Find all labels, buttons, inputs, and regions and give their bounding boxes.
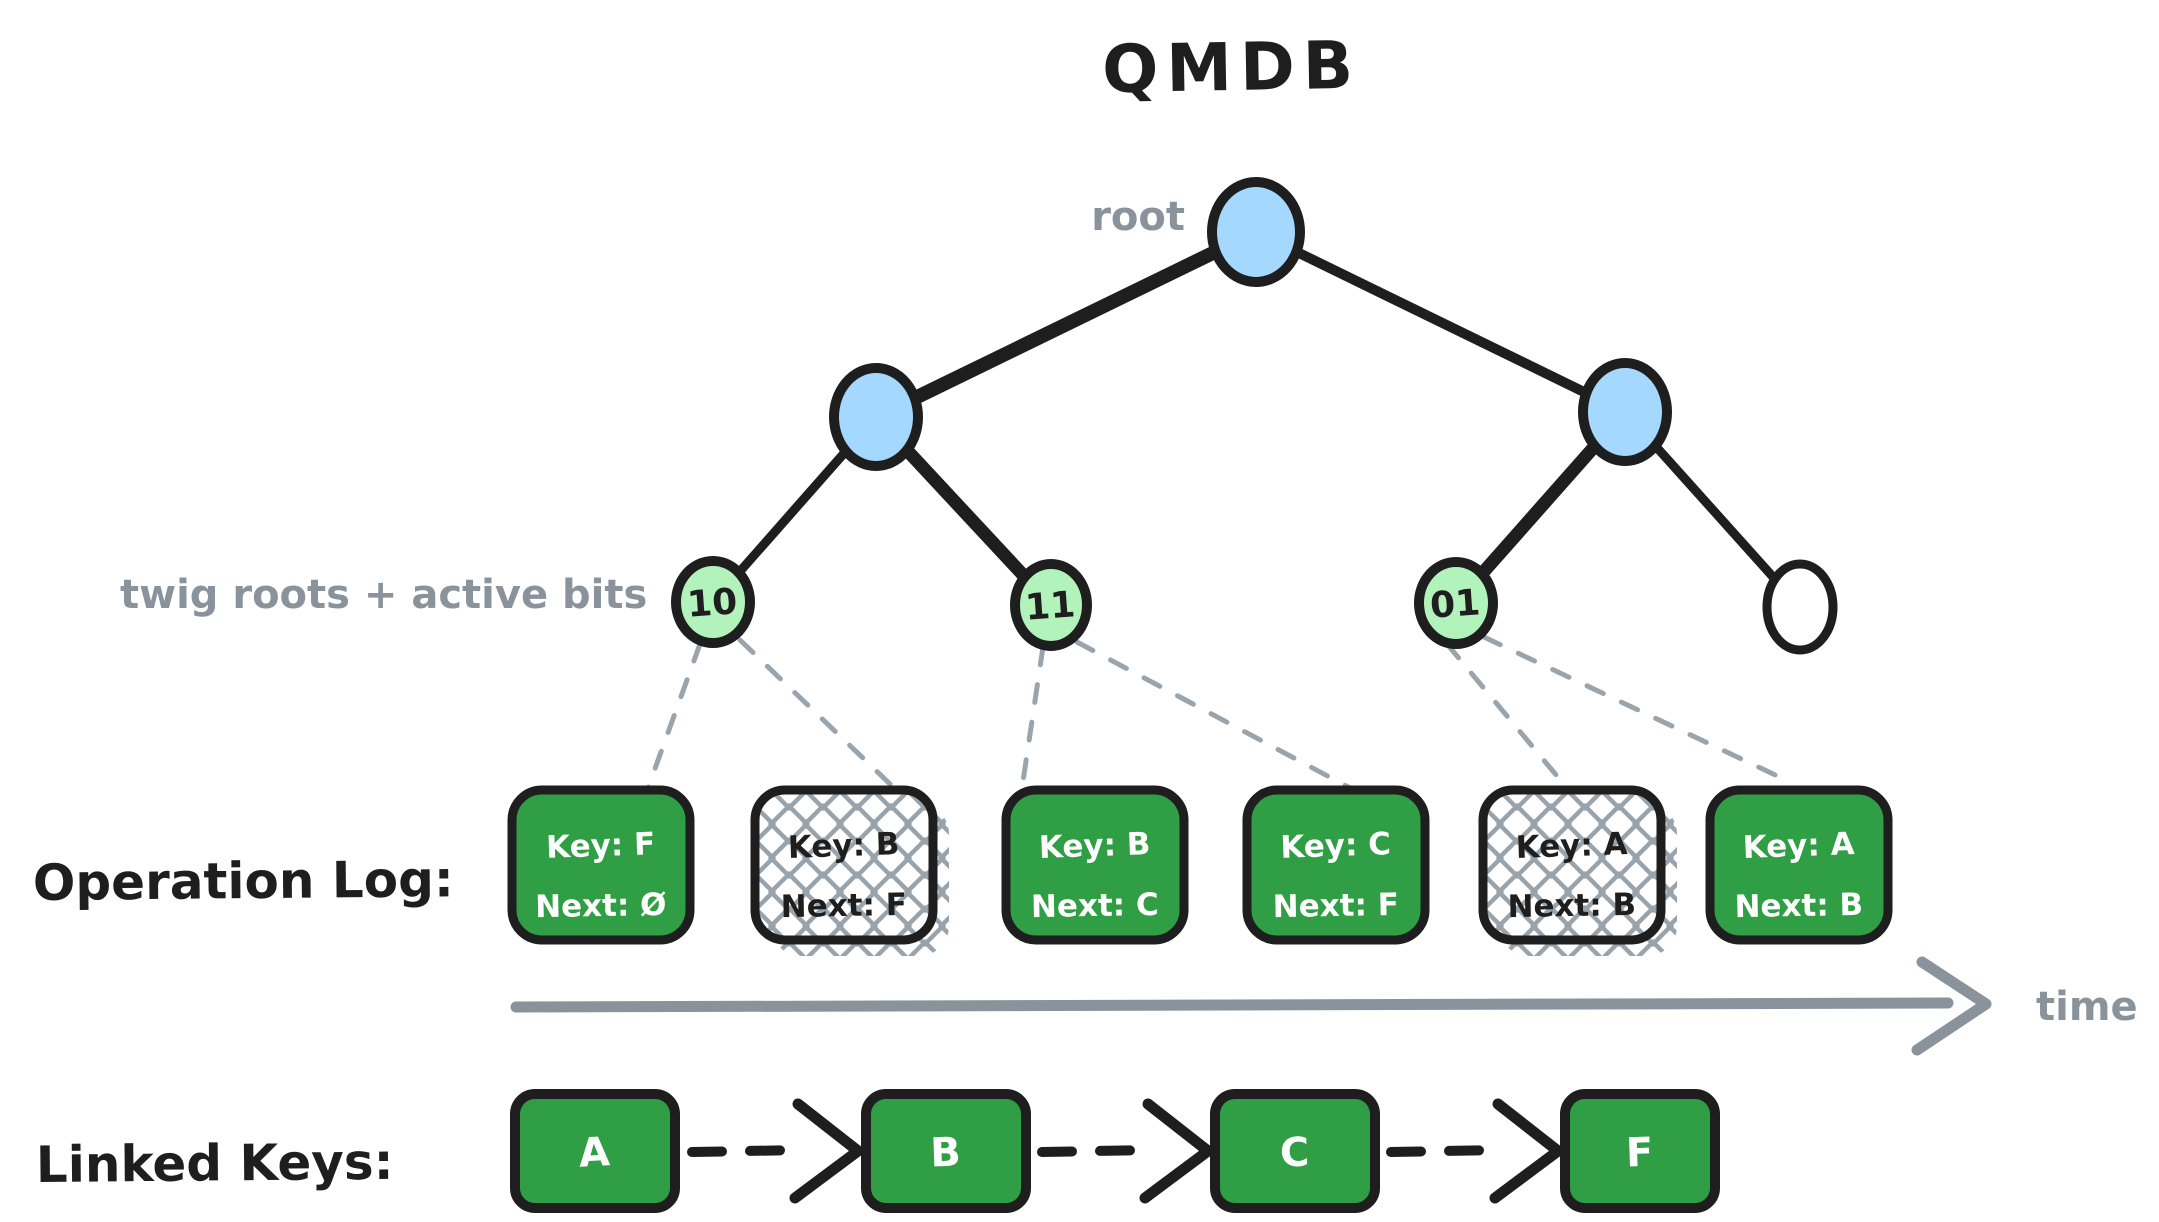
twig-to-log-connector [1074, 639, 1353, 791]
linked-key-letter: C [1279, 1130, 1310, 1177]
twig-to-log-connector [1019, 644, 1046, 791]
twig-to-log-connector [645, 641, 703, 791]
linked-key-arrow-dashes [1037, 1145, 1155, 1157]
linked-key-box: A [510, 1089, 680, 1213]
op-log-entry: Key: A Next: B [1705, 785, 1893, 945]
time-arrow-shaft [510, 997, 1954, 1013]
linked-key-arrows [687, 1098, 1564, 1204]
twig-node-label: 11 [1024, 584, 1077, 628]
twig-to-log-connector [737, 637, 918, 811]
op-log-entry-crossed: Key: A Next: B [1478, 785, 1677, 956]
twig-node-11 [1010, 559, 1092, 651]
op-log-entry-next: Next: B [1734, 887, 1863, 925]
op-log-entry: Key: C Next: F [1242, 785, 1430, 945]
op-log-entry-key: Key: C [1280, 826, 1392, 866]
op-log-entry-key: Key: F [546, 826, 656, 866]
internal-node-right [1578, 358, 1672, 466]
op-log-entry-key: Key: A [1515, 826, 1628, 866]
linked-key-box: F [1560, 1089, 1720, 1213]
tree-edge [1251, 227, 1630, 417]
linked-key-boxes: A B C F [510, 1089, 1720, 1213]
op-log-entry-next: Next: Ø [535, 887, 667, 925]
op-log-entry-key: Key: A [1742, 826, 1855, 866]
twig-node-empty [1762, 559, 1838, 655]
linked-key-letter: A [578, 1129, 611, 1177]
op-log-entry-crossed: Key: B Next: F [750, 785, 949, 956]
op-log-entry: Key: F Next: Ø [507, 785, 695, 945]
twig-node-01 [1414, 557, 1498, 649]
twig-node-label: 10 [686, 581, 739, 625]
twig-roots-label: twig roots + active bits [120, 572, 647, 618]
internal-node-left [829, 363, 923, 471]
linked-key-box: B [861, 1089, 1031, 1213]
time-label: time [2036, 984, 2138, 1030]
twig-node-10 [671, 556, 755, 648]
linked-keys-label: Linked Keys: [36, 1133, 394, 1194]
time-arrow-head [1911, 956, 1992, 1056]
linked-key-arrow-head [789, 1098, 864, 1204]
op-log-entry-next: Next: F [1272, 887, 1399, 925]
tree-nodes [671, 177, 1838, 655]
linked-key-letter: B [930, 1129, 962, 1176]
operation-log-label: Operation Log: [33, 850, 454, 912]
twig-to-log-connector [1444, 641, 1565, 785]
linked-key-arrow-head [1489, 1098, 1564, 1204]
twig-to-log-connectors [645, 634, 1793, 811]
op-log-entry-next: Next: F [780, 887, 907, 925]
tree-edge [869, 225, 1263, 424]
linked-key-box: C [1210, 1089, 1380, 1213]
op-log-entry: Key: B Next: C [1001, 785, 1189, 945]
op-log-entry-key: Key: B [1038, 826, 1151, 866]
twig-to-log-connector [1481, 634, 1793, 785]
linked-key-arrow-head [1139, 1098, 1214, 1204]
linked-key-letter: F [1625, 1130, 1654, 1177]
linked-key-arrow-dashes [687, 1145, 805, 1157]
op-log-entry-next: Next: B [1507, 887, 1636, 925]
root-label: root [1091, 194, 1185, 240]
op-log-entry-key: Key: B [787, 826, 900, 866]
op-log-entry-next: Next: C [1031, 887, 1159, 925]
page-title: QMDB [1102, 27, 1362, 109]
time-arrow [510, 956, 1992, 1056]
linked-key-arrow-dashes [1386, 1145, 1505, 1157]
twig-node-label: 01 [1429, 582, 1482, 626]
root-node [1207, 177, 1305, 287]
